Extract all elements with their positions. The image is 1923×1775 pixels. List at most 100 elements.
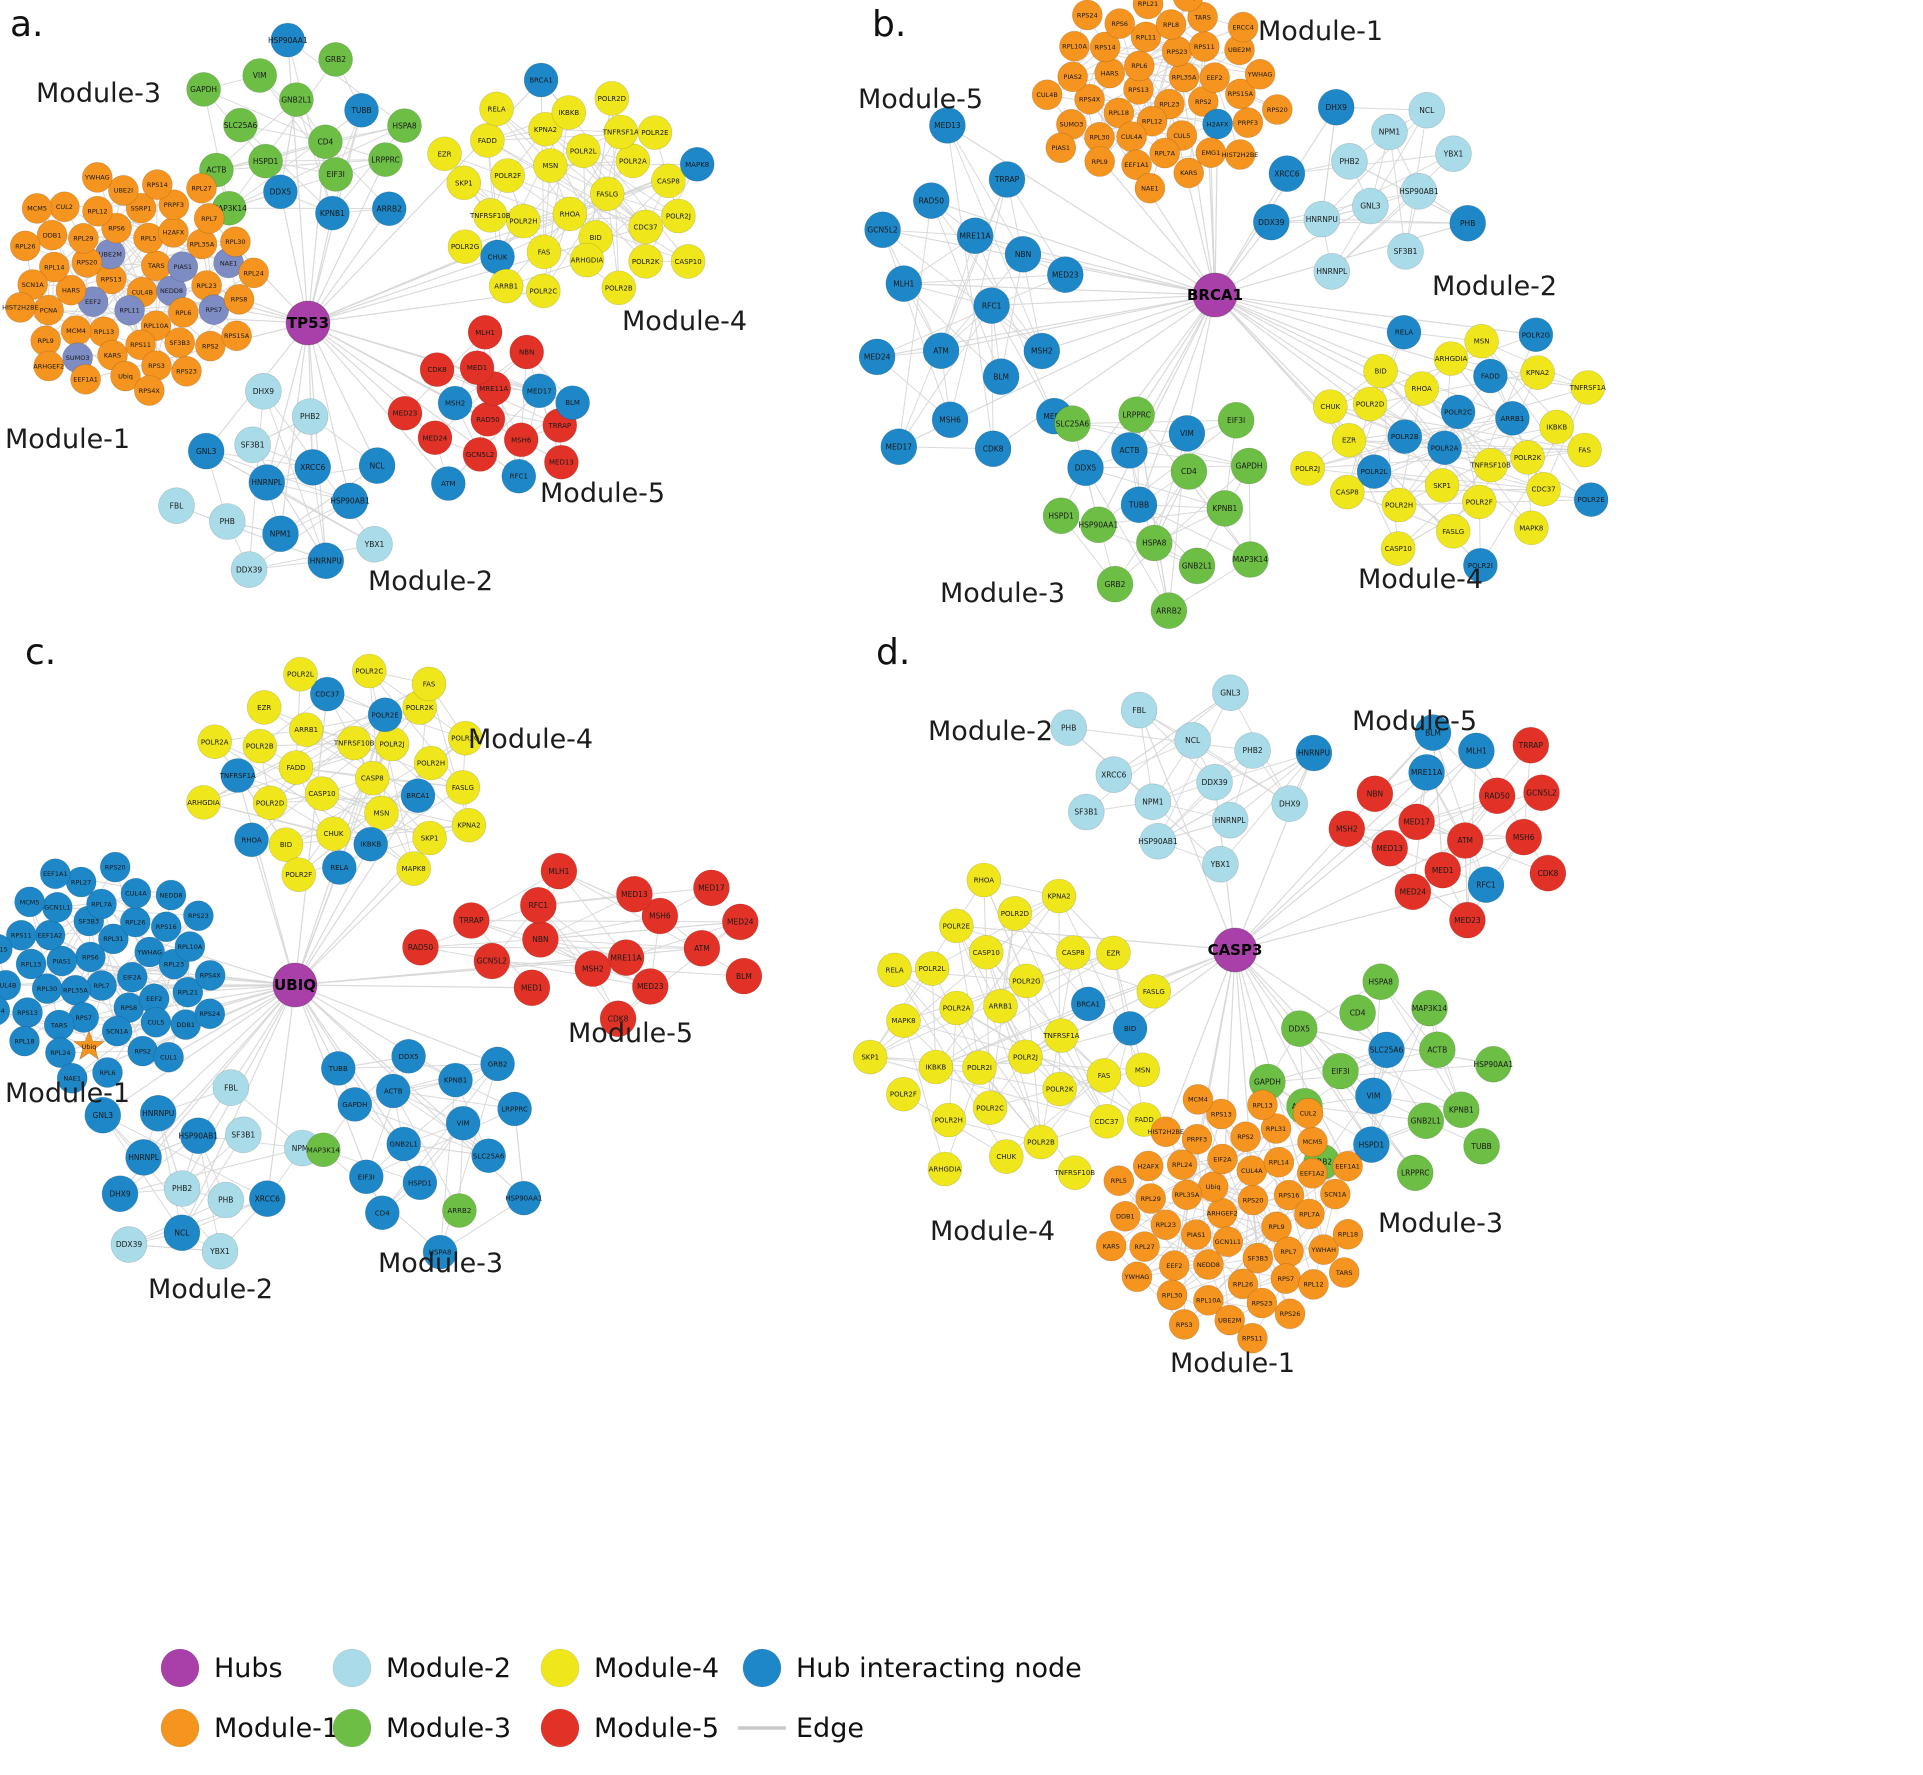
node-NPM1: NPM1 [1371,113,1408,151]
node-GRB2: GRB2 [318,42,353,77]
node-GCN5L2: GCN5L2 [462,437,498,472]
node-circle [1268,155,1306,192]
node-MLH1: MLH1 [540,852,578,890]
node-circle [150,911,182,943]
node-circle [139,1095,177,1132]
node-circle [462,437,498,472]
node-circle [877,952,912,988]
node-CUL1: CUL1 [153,1041,184,1073]
node-circle [1332,1219,1364,1250]
node-ERCC4: ERCC4 [1227,11,1259,43]
node-circle [1041,878,1077,914]
node-EZR: EZR [427,136,462,172]
node-POLR2H: POLR2H [931,1102,967,1138]
node-MLH1: MLH1 [885,265,923,302]
node-POLR2J: POLR2J [1290,451,1325,486]
node-ATM: ATM [430,466,466,501]
node-HNRNPU: HNRNPU [1303,200,1341,238]
node-POLR2B: POLR2B [601,270,637,306]
legend-item-hub-interacting-node: Hub interacting node [742,1648,1082,1688]
node-RELA: RELA [321,850,357,885]
module-label-module-5: Module-5 [858,84,983,115]
node-circle [1096,935,1131,971]
panel-letter-a: a. [10,4,44,45]
node-circle [1512,726,1550,764]
node-circle [631,968,669,1005]
node-POLR2F: POLR2F [490,158,526,193]
node-MRE11A: MRE11A [607,939,645,976]
node-CHUK: CHUK [1313,389,1348,424]
node-circle [852,1039,888,1075]
node-EEF1A2: EEF1A2 [1296,1158,1328,1189]
node-XRCC6: XRCC6 [1095,756,1133,793]
node-BRCA1: BRCA1 [523,62,559,98]
node-circle [127,1035,158,1067]
node-circle [21,193,53,224]
node-circle [1408,754,1445,791]
node-RPL18: RPL18 [9,1025,40,1057]
node-circle [1149,137,1180,169]
node-circle [1539,409,1574,445]
module-module-5-nodes: RFC1ATMMRE11ABLMMLH1NBNMSH6RAD50MSH2MED2… [858,107,1084,468]
node-POLR2F: POLR2F [281,857,317,893]
node-circle [1136,524,1173,562]
module-label-module-1: Module-1 [1170,1348,1295,1379]
node-RHOA: RHOA [1404,371,1439,406]
node-circle [98,923,129,955]
module-label-module-3: Module-3 [378,1248,503,1279]
node-circle [983,988,1018,1024]
node-circle [1505,818,1542,856]
module-label-module-5: Module-5 [1352,706,1477,737]
node-MAPK8: MAPK8 [886,1003,921,1039]
node-circle [1433,341,1469,376]
node-circle [480,239,515,275]
node-CUL2: CUL2 [49,191,80,223]
node-circle [459,350,495,386]
node-circle [1313,389,1348,424]
node-circle [1103,1165,1135,1196]
node-circle [86,888,117,920]
node-circle [1363,353,1398,389]
legend-label: Hubs [214,1653,283,1684]
legend-item-module-3: Module-3 [332,1708,511,1748]
node-circle [1495,400,1530,436]
node-GNB2L1: GNB2L1 [1178,547,1216,585]
node-circle [479,91,514,127]
node-circle [914,951,950,986]
node-circle [120,906,151,938]
node-circle [307,542,345,580]
node-FASLG: FASLG [445,770,481,805]
node-RFC1: RFC1 [501,458,537,494]
node-circle [526,234,562,270]
node-circle [1168,1309,1200,1340]
node-FAS: FAS [1086,1058,1122,1093]
module-label-module-2: Module-2 [928,716,1053,747]
node-POLR2A: POLR2A [1427,430,1462,466]
node-circle [513,969,551,1007]
node-circle [309,676,345,712]
node-circle [39,858,71,890]
node-RPL26: RPL26 [9,230,41,262]
legend-label: Module-4 [594,1653,719,1684]
node-PIAS1: PIAS1 [1180,1219,1212,1250]
node-circle [939,990,974,1026]
hub-label: UBIQ [274,976,316,994]
hub-circle [285,300,331,346]
node-circle [637,115,673,150]
node-circle [1330,474,1365,510]
node-circle [125,329,156,361]
node-circle [65,866,97,898]
nodes-layer: CASP8CASP10TNFRSF10BMSNFADDPOLR2JCHUKARR… [0,653,763,1270]
node-RPS11: RPS11 [1189,31,1220,62]
node-NBN: NBN [1356,775,1394,813]
node-circle [972,1090,1008,1125]
node-circle [1332,1150,1363,1182]
hub-node-BRCA1: BRCA1 [1187,272,1243,318]
node-RPS13: RPS13 [12,997,43,1028]
node-circle [1125,1052,1160,1088]
node-circle [38,251,70,283]
node-circle [1356,454,1392,489]
node-RPS4X: RPS4X [134,375,165,406]
node-MED13: MED13 [544,444,579,480]
node-KARS: KARS [1095,1230,1127,1262]
